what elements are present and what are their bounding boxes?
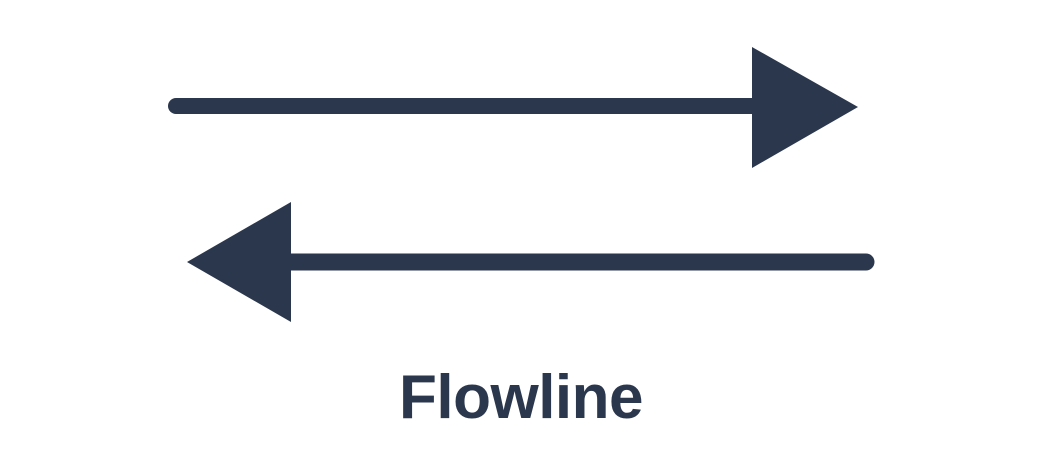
- forward-arrow-head: [752, 47, 858, 168]
- forward-flow-arrow: [168, 47, 858, 168]
- return-arrow-head: [187, 202, 291, 322]
- return-flow-arrow: [187, 202, 875, 322]
- flowline-label: Flowline: [399, 363, 644, 432]
